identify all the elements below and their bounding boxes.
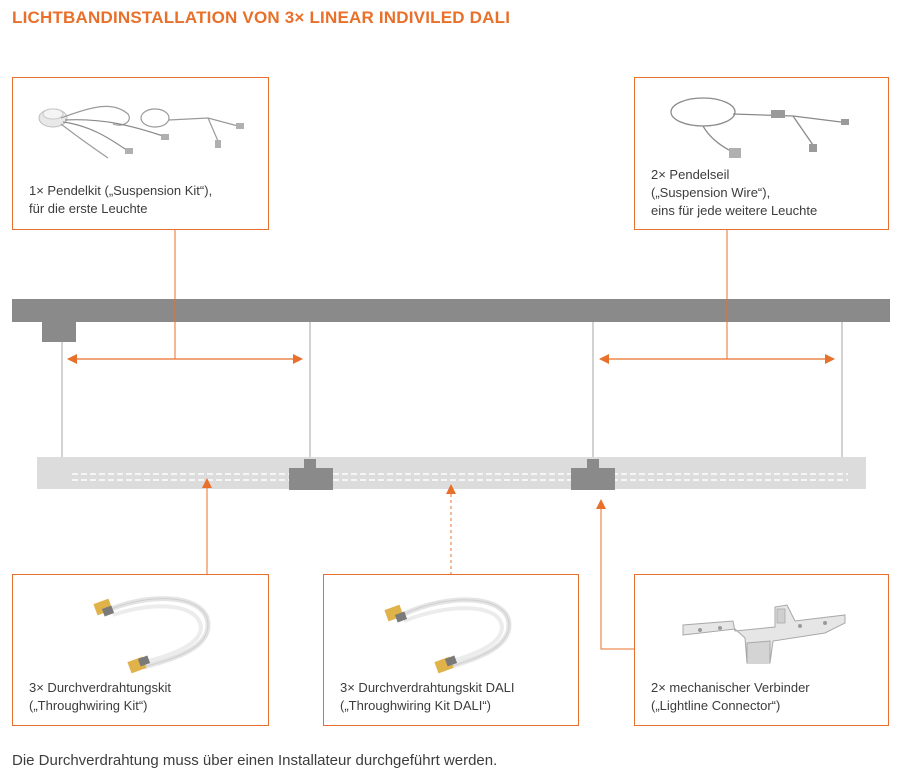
page-title: LICHTBANDINSTALLATION VON 3× LINEAR INDI… <box>12 8 511 27</box>
leader-lightline-connector <box>596 499 634 650</box>
suspension-wire-line3: eins für jede weitere Leuchte <box>651 203 818 218</box>
suspension-kit-line1: 1× Pendelkit („Suspension Kit“), <box>29 183 213 198</box>
lightline-connector-caption: 2× mechanischer Verbinder („Lightline Co… <box>651 679 810 715</box>
throughwiring-kit-dali-icon <box>384 597 512 674</box>
ceiling-canopy <box>42 322 76 342</box>
throughwiring-kit-icon <box>93 596 211 674</box>
throughwiring-kit-dali-line1: 3× Durchverdrahtungskit DALI <box>340 680 515 695</box>
lightline-connector-box: 2× mechanischer Verbinder („Lightline Co… <box>634 574 889 726</box>
suspension-wire-line2: („Suspension Wire“), <box>651 185 771 200</box>
throughwiring-kit-dali-caption: 3× Durchverdrahtungskit DALI („Throughwi… <box>340 679 515 715</box>
suspension-kit-box: 1× Pendelkit („Suspension Kit“), für die… <box>12 77 269 230</box>
suspension-wire-box: 2× Pendelseil („Suspension Wire“), eins … <box>634 77 889 230</box>
throughwiring-kit-line1: 3× Durchverdrahtungskit <box>29 680 171 695</box>
suspension-wire-line1: 2× Pendelseil <box>651 167 730 182</box>
lightline-connector-2 <box>571 459 615 490</box>
lightline-connector-line1: 2× mechanischer Verbinder <box>651 680 810 695</box>
throughwiring-kit-dali-box: 3× Durchverdrahtungskit DALI („Throughwi… <box>323 574 579 726</box>
suspension-wire-icon <box>670 97 849 158</box>
ceiling-bar <box>12 299 890 322</box>
throughwiring-kit-box: 3× Durchverdrahtungskit („Throughwiring … <box>12 574 269 726</box>
suspension-kit-icon <box>38 105 244 159</box>
footer-note: Die Durchverdrahtung muss über einen Ins… <box>12 752 498 769</box>
throughwiring-kit-dali-line2: („Throughwiring Kit DALI“) <box>340 698 491 713</box>
suspension-wire-caption: 2× Pendelseil („Suspension Wire“), eins … <box>651 166 817 220</box>
throughwiring-kit-caption: 3× Durchverdrahtungskit („Throughwiring … <box>29 679 171 715</box>
lightline-connector-1 <box>289 459 333 490</box>
suspension-kit-caption: 1× Pendelkit („Suspension Kit“), für die… <box>29 182 212 218</box>
luminaire-strip <box>37 457 866 489</box>
lightline-connector-line2: („Lightline Connector“) <box>651 698 781 713</box>
suspension-kit-line2: für die erste Leuchte <box>29 201 148 216</box>
throughwiring-kit-line2: („Throughwiring Kit“) <box>29 698 148 713</box>
lightline-connector-icon <box>682 604 846 664</box>
